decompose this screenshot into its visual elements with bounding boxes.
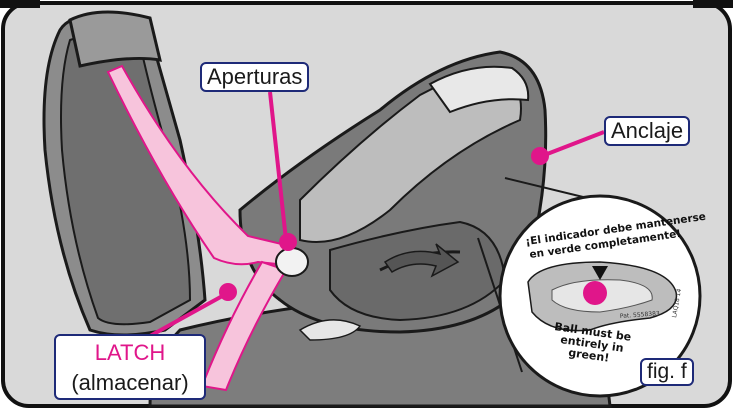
pointer-latch bbox=[219, 283, 237, 301]
callout-anclaje: Anclaje bbox=[604, 116, 690, 146]
vehicle-headrest bbox=[70, 12, 160, 66]
belt-opening bbox=[276, 248, 308, 276]
callout-latch-subtitle: (almacenar) bbox=[61, 368, 199, 398]
figure-label: fig. f bbox=[640, 358, 694, 386]
indicator-ball bbox=[583, 281, 607, 305]
callout-latch-title: LATCH bbox=[61, 338, 199, 368]
pointer-aperturas bbox=[279, 233, 297, 251]
callout-aperturas: Aperturas bbox=[200, 62, 309, 92]
callout-latch: LATCH (almacenar) bbox=[54, 334, 206, 400]
pointer-anclaje bbox=[531, 147, 549, 165]
